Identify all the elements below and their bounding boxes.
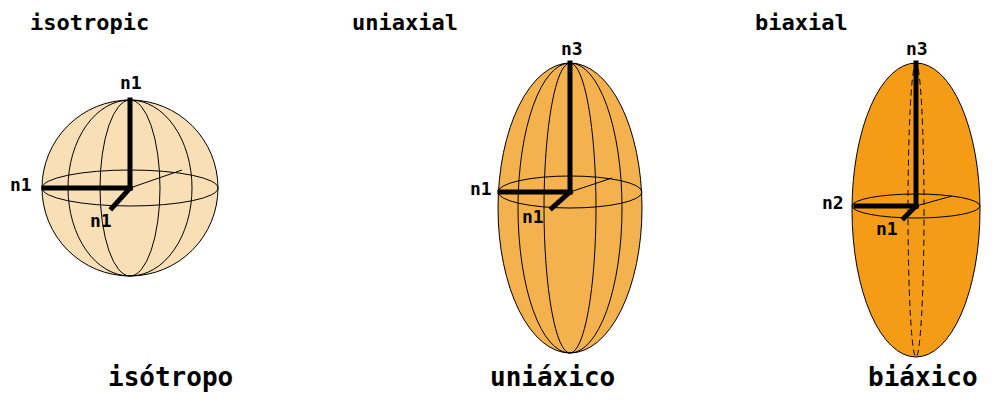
axis-label: n1 xyxy=(470,180,492,198)
biaxial-ellipsoid xyxy=(852,63,980,357)
axis-label: n1 xyxy=(10,176,32,194)
heading: isotropic xyxy=(30,12,149,34)
isotropic-sphere xyxy=(42,100,218,276)
axis-label: n1 xyxy=(522,208,544,226)
caption-word: uniáxico xyxy=(490,364,615,390)
axis-label: n3 xyxy=(561,40,583,58)
heading: uniaxial xyxy=(352,12,458,34)
axis-label: n1 xyxy=(90,212,112,230)
axis-label: n2 xyxy=(822,194,844,212)
uniaxial-ellipsoid xyxy=(498,63,642,353)
axis-label: n1 xyxy=(876,220,898,238)
axis-label: n3 xyxy=(906,40,928,58)
axis-label: n1 xyxy=(120,74,142,92)
heading: biaxial xyxy=(755,12,848,34)
caption-word: isótropo xyxy=(108,364,233,390)
caption-word: biáxico xyxy=(868,364,978,390)
